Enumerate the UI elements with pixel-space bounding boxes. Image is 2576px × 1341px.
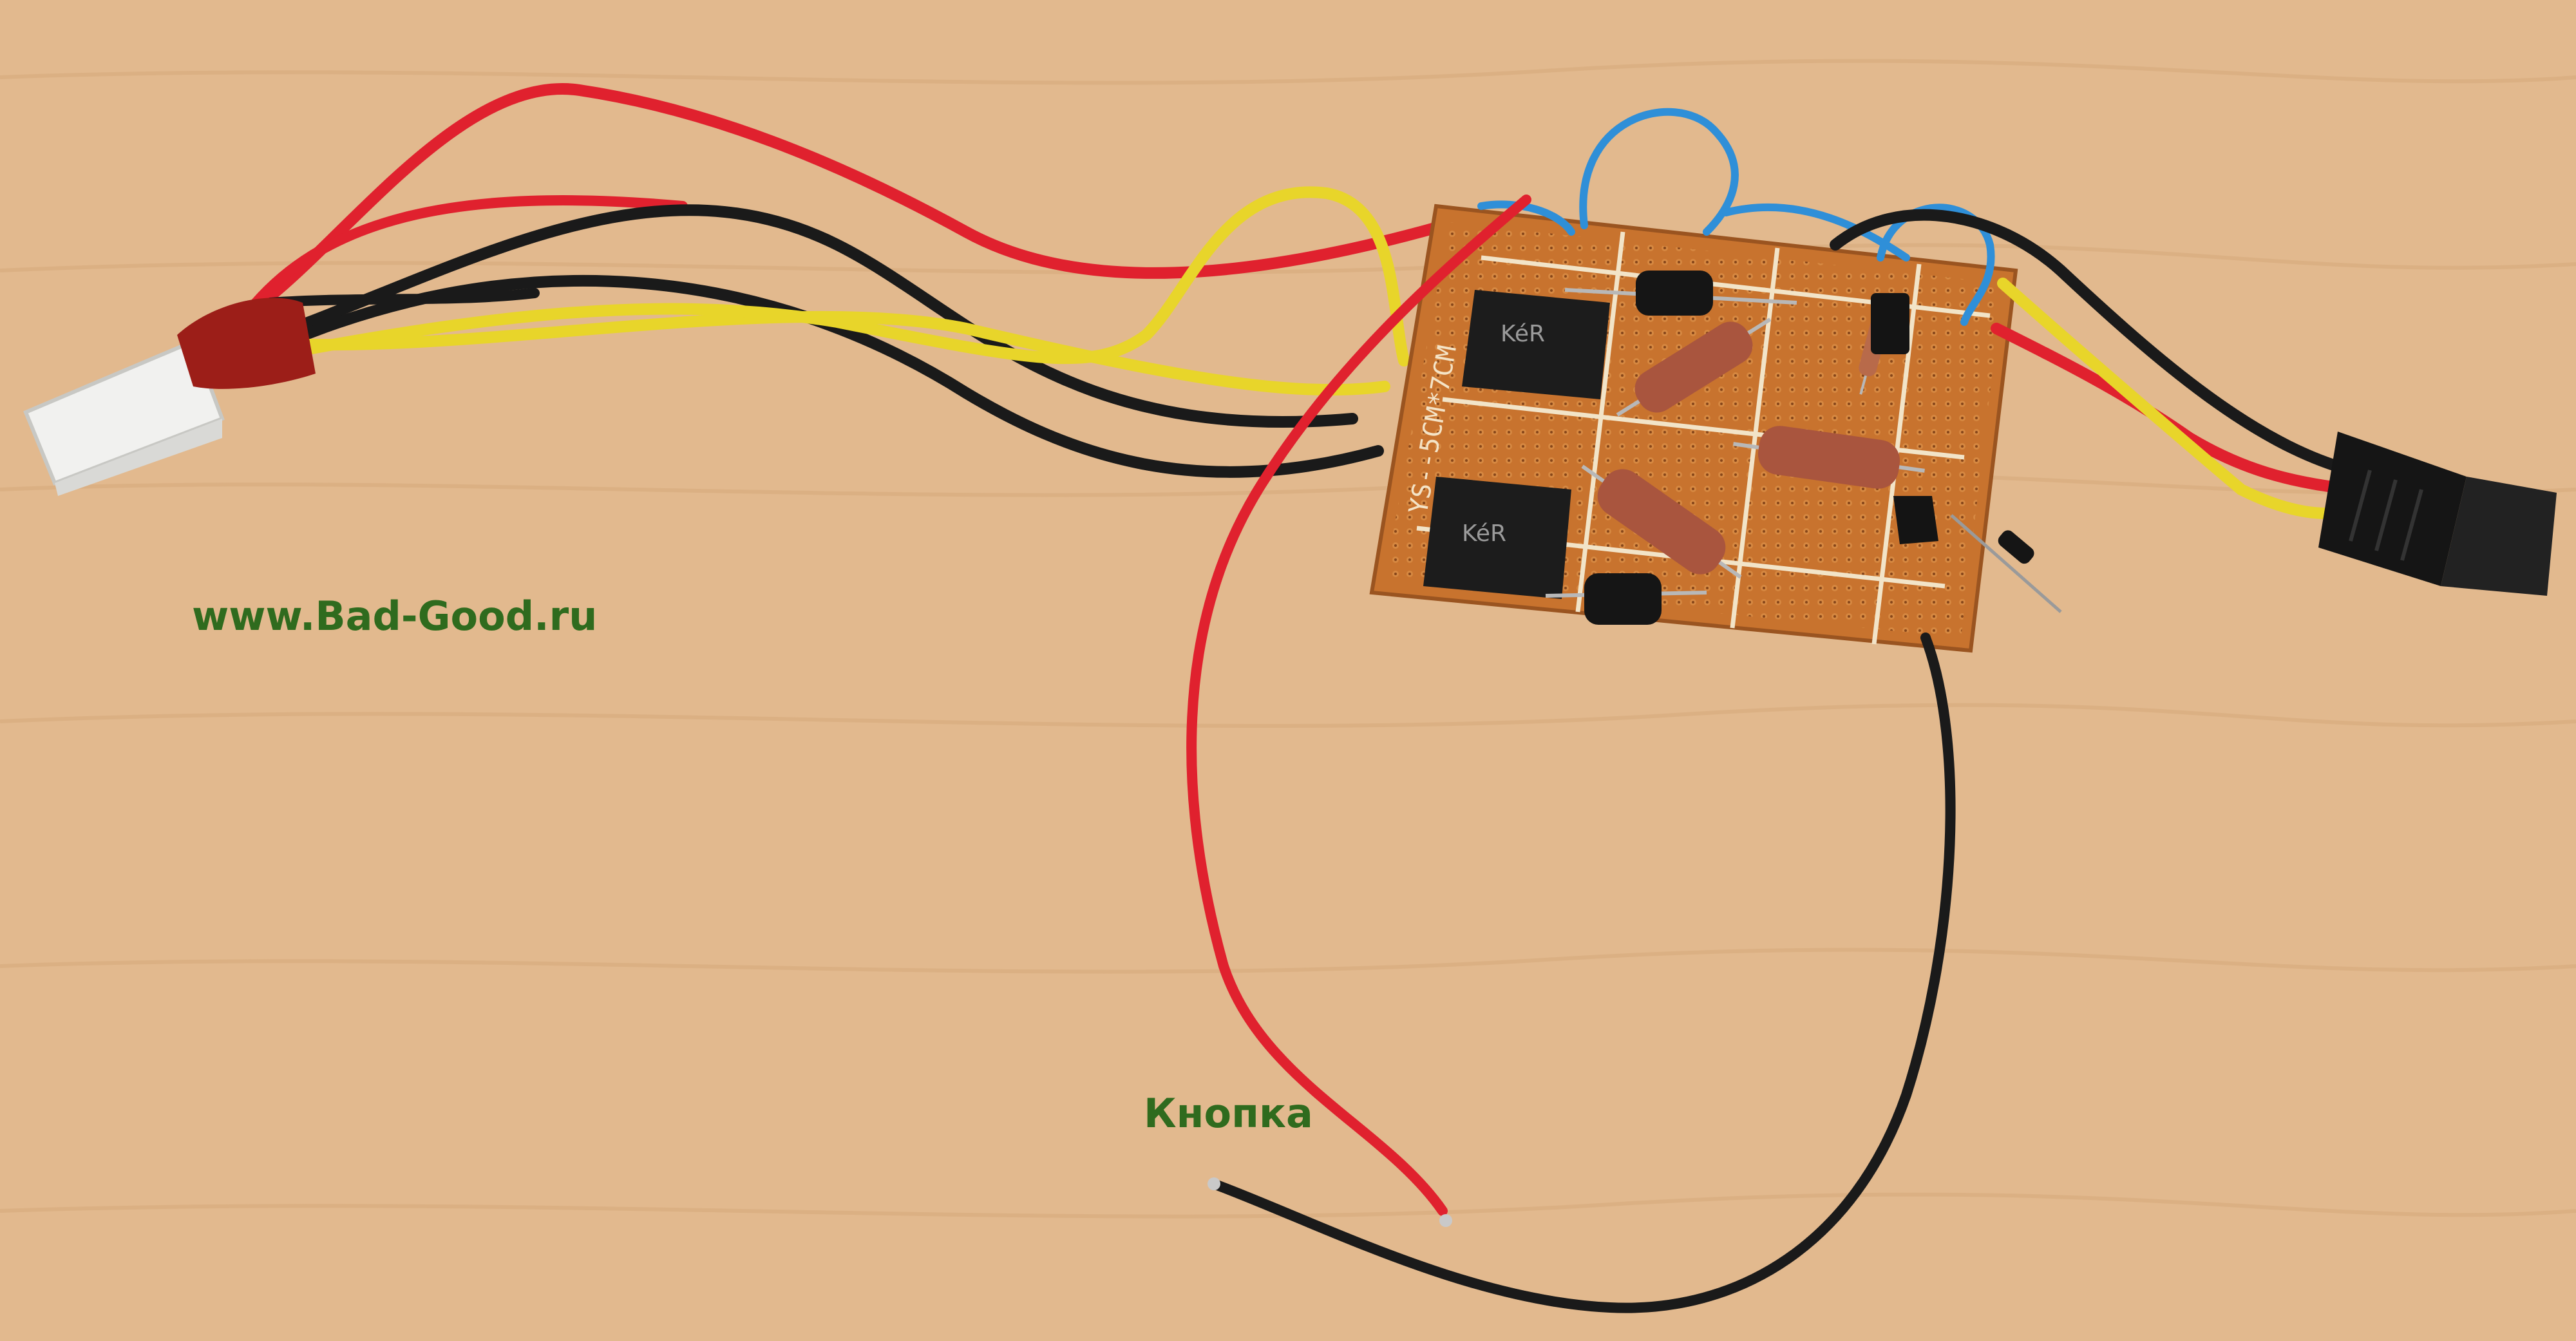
black-wire-harness-1 (232, 204, 1358, 428)
relay-2: KéR (1423, 477, 1571, 599)
resistor-2 (1733, 426, 1925, 489)
diode-right (1950, 514, 2062, 613)
relay-1: KéR (1462, 290, 1610, 399)
resistor-1 (1616, 318, 1772, 417)
black-button-wire (1212, 632, 1956, 1313)
wires-to-right-connector (1830, 209, 2356, 520)
button-caption: Кнопка (1144, 1090, 1313, 1137)
wire-harness (226, 83, 1461, 478)
diode-top (1564, 271, 1797, 316)
yellow-wire-harness-2 (239, 186, 1410, 366)
transistor-2 (1893, 496, 1938, 544)
transistor-1 (1871, 293, 1909, 354)
red-wire-harness-2 (227, 195, 688, 340)
red-button-wire (1186, 195, 1531, 1216)
black-wire-harness-2 (239, 274, 1384, 478)
white-molex-connector (23, 339, 225, 496)
black-servo-connector (2318, 432, 2557, 596)
red-wire-tip (1439, 1214, 1452, 1227)
diode-bottom (1545, 573, 1707, 625)
relay-2-marking: KéR (1462, 520, 1506, 547)
website-caption: www.Bad-Good.ru (192, 593, 598, 640)
relay-1-marking: KéR (1501, 321, 1545, 347)
black-wire-tip (1208, 1177, 1220, 1190)
yellow-wire-harness-1 (239, 310, 1390, 396)
red-wire-harness (226, 83, 1461, 328)
black-wire-stub (265, 288, 540, 308)
heatshrink-sleeve (177, 298, 316, 389)
resistor-3 (1581, 464, 1742, 579)
